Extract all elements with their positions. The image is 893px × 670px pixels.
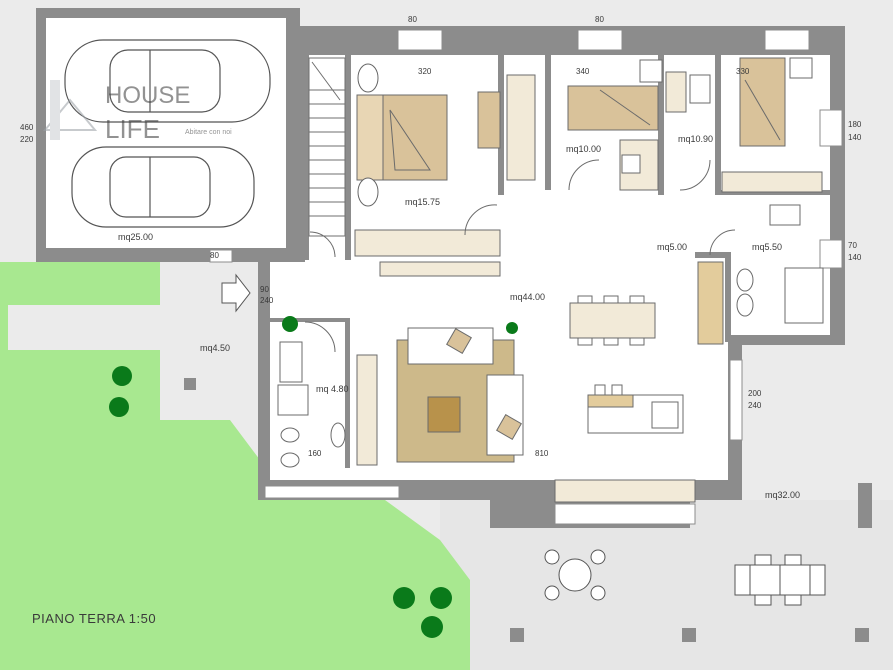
coffee-table xyxy=(427,396,461,433)
armchair xyxy=(446,328,472,354)
single-bed xyxy=(739,57,786,147)
single-bed xyxy=(567,85,659,131)
kitchen-cabinet xyxy=(697,261,724,345)
dimension-label: 240 xyxy=(748,401,762,410)
sink xyxy=(769,204,801,226)
desk xyxy=(665,71,687,113)
nightstand-lamp xyxy=(357,63,379,93)
room-label-bedroom-3: mq10.90 xyxy=(678,134,713,144)
car-icon xyxy=(64,39,271,123)
tv-unit xyxy=(379,261,501,277)
watermark-line1: HOUSE xyxy=(105,82,190,109)
room-label-corridor: mq5.00 xyxy=(657,242,687,252)
dimension-label: 70 xyxy=(848,241,857,250)
windows xyxy=(209,29,843,525)
room-label-garage: mq25.00 xyxy=(118,232,153,242)
plant-icon xyxy=(109,316,518,638)
dimension-label: 330 xyxy=(736,67,750,76)
dimension-label: 460 xyxy=(20,123,34,132)
staircase xyxy=(308,57,346,237)
dimension-label: 320 xyxy=(418,67,432,76)
lawn-strip xyxy=(0,306,8,350)
dimension-label: 140 xyxy=(848,133,862,142)
shower xyxy=(784,267,824,324)
bidet xyxy=(736,293,754,317)
dimension-label: 80 xyxy=(210,251,219,260)
outdoor-table xyxy=(734,554,826,606)
dimension-label: 80 xyxy=(408,15,417,24)
outdoor-round-table xyxy=(544,549,606,601)
nightstand-lamp xyxy=(357,177,379,207)
dimension-label: 140 xyxy=(848,253,862,262)
dimension-label: 80 xyxy=(595,15,604,24)
wardrobe xyxy=(721,171,823,193)
kitchen-island xyxy=(587,384,684,434)
entrance-arrow-icon xyxy=(221,273,251,313)
room-label-entrance: mq4.50 xyxy=(200,343,230,353)
desk xyxy=(477,91,501,149)
dimension-label: 90 xyxy=(260,285,269,294)
dimension-label: 200 xyxy=(748,389,762,398)
dimension-label: 340 xyxy=(576,67,590,76)
room-label-living: mq44.00 xyxy=(510,292,545,302)
plan-title: PIANO TERRA 1:50 xyxy=(32,611,156,626)
armchair xyxy=(496,414,522,440)
toilet xyxy=(280,427,300,443)
tv-cabinet xyxy=(356,354,378,466)
watermark-line2: LIFE xyxy=(105,114,160,144)
watermark-logo: HOUSE LIFE Abitare con noi xyxy=(42,80,232,144)
toilet xyxy=(736,268,754,292)
nightstand xyxy=(639,59,663,83)
partition-walls xyxy=(270,55,830,468)
chair xyxy=(689,74,711,104)
bidet xyxy=(280,452,300,468)
car-icon xyxy=(71,146,255,228)
wardrobe xyxy=(354,229,501,257)
wardrobe xyxy=(506,74,536,181)
nightstand xyxy=(789,57,813,79)
room-label-bedroom-2: mq10.00 xyxy=(566,144,601,154)
pillars xyxy=(184,378,872,642)
double-bed xyxy=(356,94,448,181)
shower-tray xyxy=(277,384,309,416)
room-label-bathroom: mq5.50 xyxy=(752,242,782,252)
room-label-terrace: mq32.00 xyxy=(765,490,800,500)
room-label-bedroom-main: mq15.75 xyxy=(405,197,440,207)
kitchen-counter xyxy=(554,479,696,503)
watermark-sub: Abitare con noi xyxy=(185,129,232,136)
dining-table xyxy=(569,295,656,346)
dimension-label: 180 xyxy=(848,120,862,129)
dimension-label: 810 xyxy=(535,449,549,458)
dimension-label: 240 xyxy=(260,296,274,305)
lawn-area xyxy=(0,262,470,670)
washbasin xyxy=(330,422,346,448)
chair xyxy=(621,154,641,174)
room-label-wc: mq 4.80 xyxy=(316,384,349,394)
door-swings xyxy=(304,159,736,353)
dimension-label: 160 xyxy=(308,449,322,458)
dimension-label: 220 xyxy=(20,135,34,144)
washbasin xyxy=(279,341,303,383)
